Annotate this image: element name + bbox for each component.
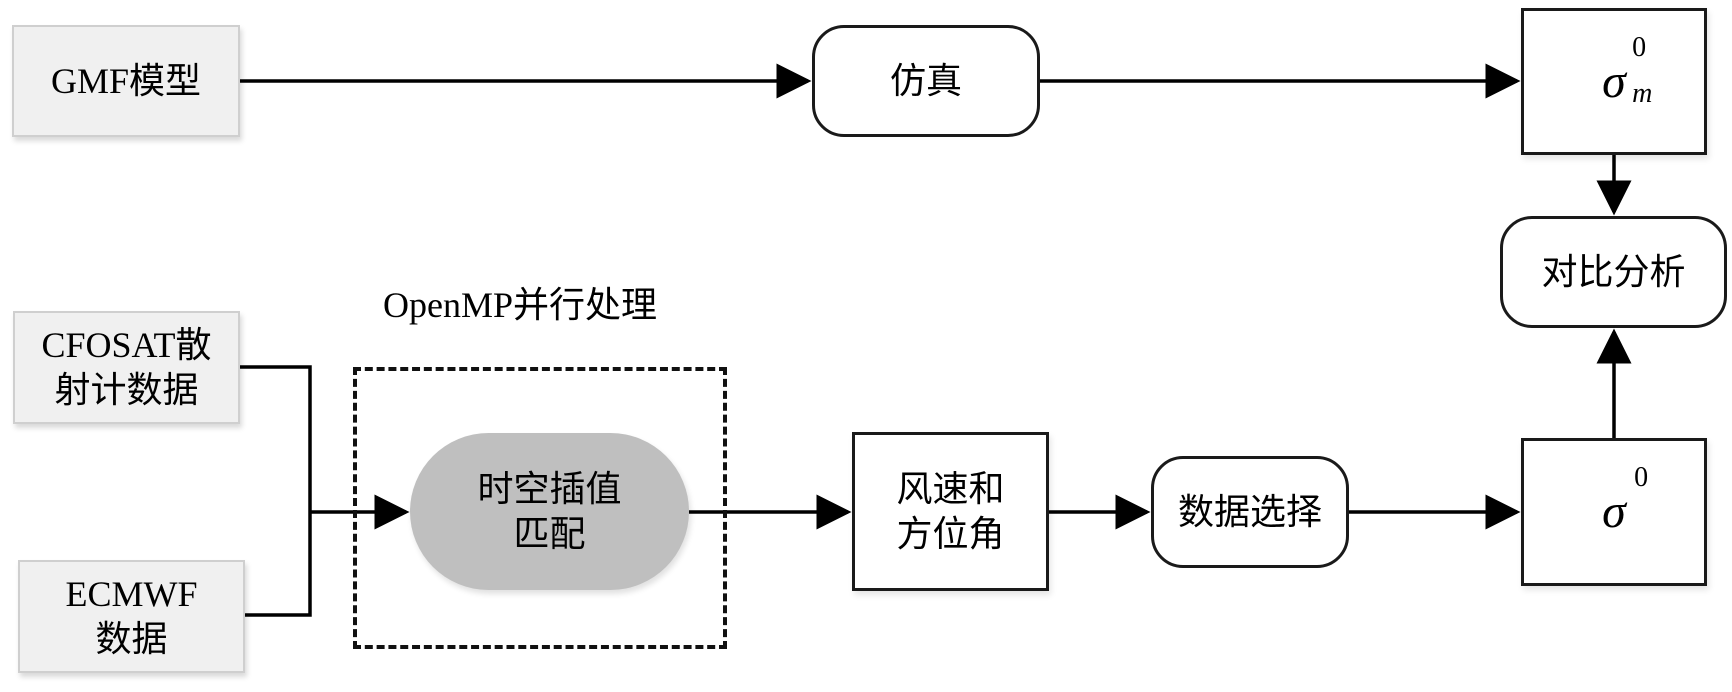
comparison-label: 对比分析 <box>1541 251 1686 292</box>
ecmwf-node: ECMWF 数据 <box>18 560 245 673</box>
sigma-m-superscript: 0 <box>1632 31 1647 63</box>
openmp-group-label: OpenMP并行处理 <box>383 285 658 325</box>
data-selection-label: 数据选择 <box>1177 491 1322 532</box>
openmp-group-box <box>353 367 727 649</box>
edge-cfosat-merge <box>240 365 312 617</box>
sigma-m-node: σ 0 m <box>1521 8 1707 155</box>
wind-label: 风速和 方位角 <box>896 467 1004 557</box>
sigma-m-subscript: m <box>1632 77 1653 109</box>
sigma-symbol: σ 0 <box>1602 462 1648 542</box>
ecmwf-label: ECMWF 数据 <box>65 572 197 662</box>
gmf-model-label: GMF模型 <box>50 60 202 101</box>
cfosat-label-line1: CFOSAT散 <box>41 324 212 365</box>
comparison-node: 对比分析 <box>1500 216 1727 328</box>
ecmwf-label-line2: 数据 <box>95 618 168 659</box>
sigma-superscript: 0 <box>1634 462 1649 493</box>
simulation-label: 仿真 <box>889 60 962 101</box>
interpolation-node: 时空插值 匹配 <box>410 433 689 590</box>
data-selection-node: 数据选择 <box>1151 456 1349 568</box>
cfosat-label-line2: 射计数据 <box>54 369 199 410</box>
sigma-m-base: σ <box>1602 54 1626 108</box>
wind-label-line2: 方位角 <box>896 513 1005 554</box>
sigma-m-symbol: σ 0 m <box>1602 32 1652 112</box>
cfosat-label: CFOSAT散 射计数据 <box>41 323 211 413</box>
ecmwf-label-line1: ECMWF <box>65 573 198 614</box>
wind-node: 风速和 方位角 <box>852 432 1049 591</box>
interpolation-label-line1: 时空插值 <box>477 468 622 509</box>
sigma-base: σ <box>1602 485 1626 538</box>
interpolation-label: 时空插值 匹配 <box>477 467 621 557</box>
sigma-node: σ 0 <box>1521 438 1707 586</box>
cfosat-node: CFOSAT散 射计数据 <box>13 311 240 424</box>
interpolation-label-line2: 匹配 <box>513 513 586 554</box>
gmf-model-node: GMF模型 <box>12 25 240 137</box>
simulation-node: 仿真 <box>812 25 1040 137</box>
wind-label-line1: 风速和 <box>896 468 1005 509</box>
